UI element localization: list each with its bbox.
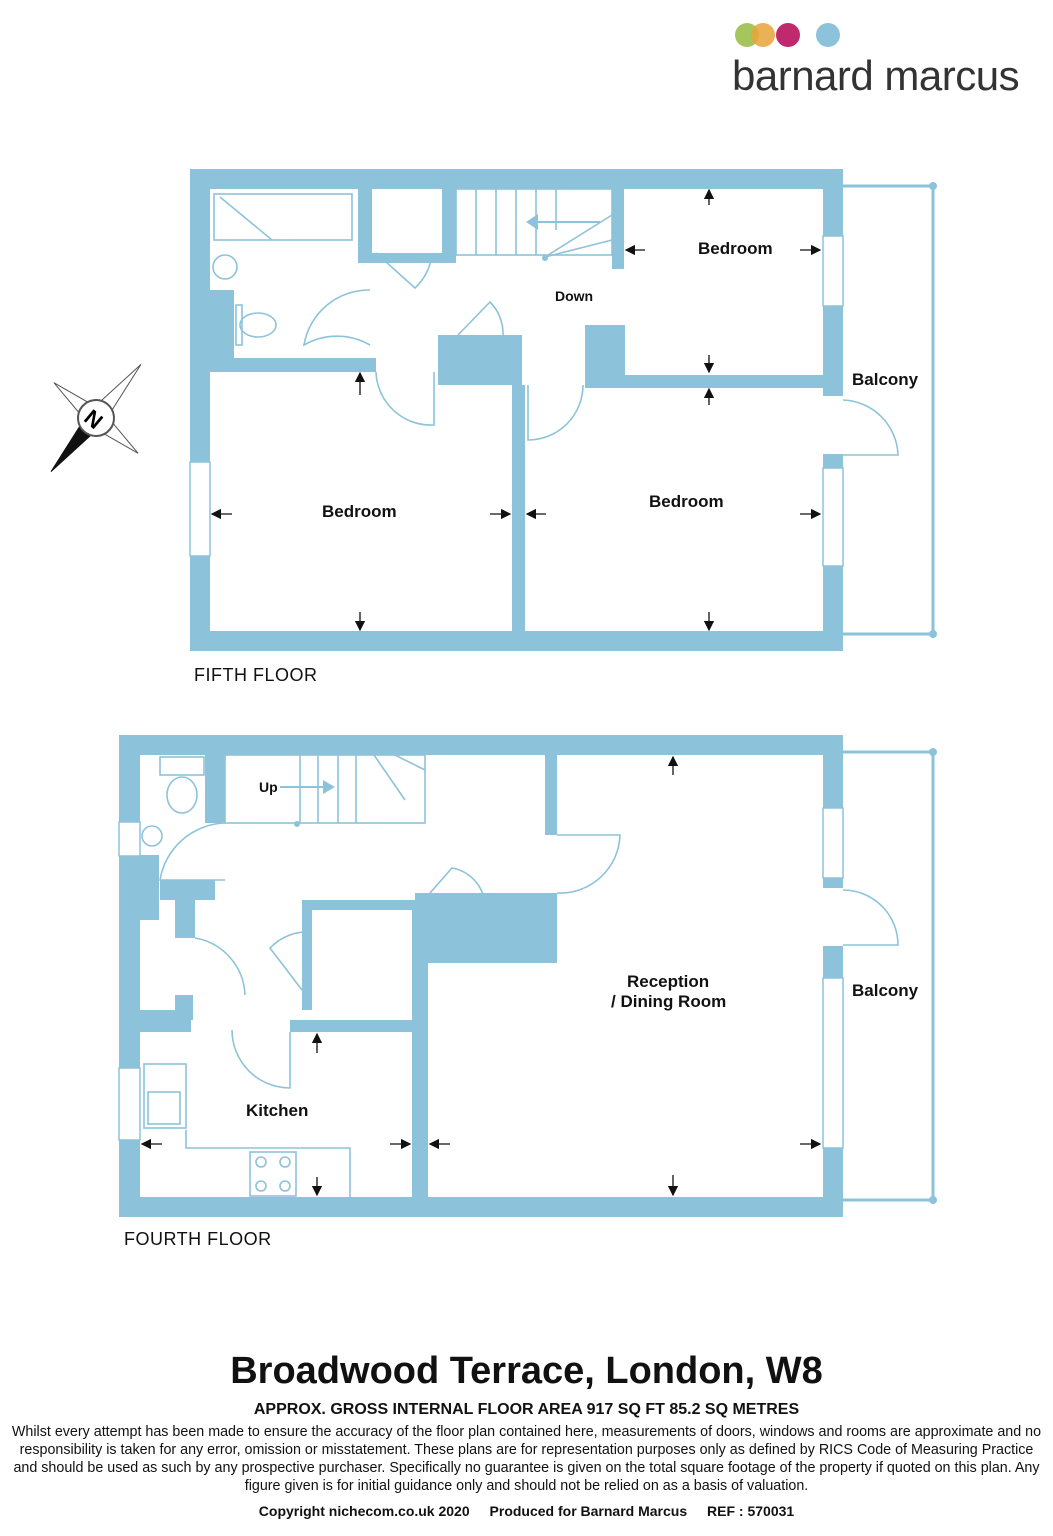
floor-area: APPROX. GROSS INTERNAL FLOOR AREA 917 SQ… [253, 1401, 800, 1418]
fourth-window-right [822, 977, 844, 1149]
property-title: Broadwood Terrace, London, W8 [230, 1350, 823, 1392]
brand-name: barnard marcus [732, 52, 1019, 99]
disclaimer: Whilst every attempt has been made to en… [11, 1424, 1042, 1494]
footer: Broadwood Terrace, London, W8 APPROX. GR… [0, 1345, 1053, 1519]
logo-dot-magenta [776, 23, 800, 47]
copyright-text: Copyright nichecom.co.uk 2020 [258, 1503, 470, 1519]
fifth-bedroom-left-label: Bedroom [322, 502, 397, 521]
fourth-dimension-arrows [140, 755, 822, 1197]
fourth-floor-plan: Up Reception / Dining Room Balcony Kitch… [118, 735, 937, 1249]
fifth-bedroom-top-label: Bedroom [698, 239, 773, 258]
fourth-kitchen-label: Kitchen [246, 1101, 308, 1120]
fifth-balcony-label: Balcony [852, 370, 919, 389]
fourth-balcony-outline [843, 750, 935, 1202]
fifth-floor-label: FIFTH FLOOR [194, 665, 318, 685]
fourth-reception-label: Reception [627, 972, 709, 991]
fourth-floor-label: FOURTH FLOOR [124, 1229, 272, 1249]
logo-dot-orange [751, 23, 775, 47]
reference-text: REF : 570031 [707, 1503, 795, 1519]
fourth-balcony-label: Balcony [852, 981, 919, 1000]
fourth-window-wc [118, 821, 141, 857]
fifth-window-top-right [822, 235, 844, 307]
fifth-balcony-outline [843, 184, 935, 636]
fifth-dimension-arrows [210, 188, 822, 632]
fourth-dining-label: / Dining Room [611, 992, 726, 1011]
fifth-floor-plan: Bedroom Down Balcony Bedroom Bedroom FIF… [189, 169, 937, 685]
fourth-window-top-right [822, 807, 844, 879]
compass [50, 364, 142, 472]
copyright-line: Copyright nichecom.co.uk 2020 Produced f… [0, 1503, 1053, 1519]
fifth-stairs-label: Down [555, 288, 593, 304]
logo-dot-blue [816, 23, 840, 47]
fifth-window-right [822, 467, 844, 567]
brand-logo: barnard marcus [732, 23, 1020, 99]
fourth-window-kitchen [118, 1067, 141, 1141]
fifth-window-left [189, 461, 211, 557]
fourth-stairs-label: Up [259, 779, 278, 795]
fifth-bedroom-right-label: Bedroom [649, 492, 724, 511]
produced-for-text: Produced for Barnard Marcus [489, 1503, 688, 1519]
